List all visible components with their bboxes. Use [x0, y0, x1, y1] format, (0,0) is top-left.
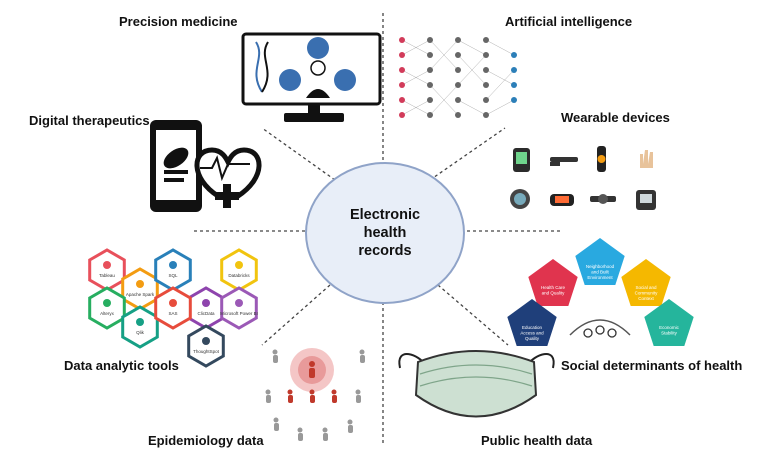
connector-top-right [429, 127, 506, 181]
data-analytic-tools-label: Data analytic tools [64, 358, 179, 373]
hexagon-alteryx: Alteryx [88, 286, 126, 330]
hexagon-clicdata: ClicData [187, 286, 225, 330]
person-icon [607, 328, 617, 338]
pentagon-label: and Quality [542, 291, 566, 296]
pentagon-label: Community [635, 291, 659, 296]
hexagon-sql: SQL [154, 248, 192, 292]
hexagon-label: Microsoft Power BI [220, 311, 258, 316]
person-icon [595, 325, 605, 335]
hexagon-label: SAS [168, 311, 177, 316]
hexagon-label: Alteryx [100, 311, 115, 316]
pentagon-label: Economic [659, 325, 680, 330]
hexagon-databricks: Databricks [220, 248, 258, 292]
hexagon-label: SQL [168, 273, 178, 278]
hexagon-tableau: Tableau [88, 248, 126, 292]
epidemiology-data-label: Epidemiology data [148, 433, 264, 448]
pentagon-label: Context [638, 296, 654, 301]
hexagon-apache-spark: Apache Spark [121, 267, 159, 311]
connector-top-left [261, 127, 336, 181]
pentagon-label: Access and [520, 331, 544, 336]
public-health-data-label: Public health data [481, 433, 593, 448]
artificial-intelligence-label: Artificial intelligence [505, 14, 633, 29]
face-mask-icon [398, 350, 555, 418]
neural-network-icon [399, 37, 517, 118]
precision-medicine-label: Precision medicine [119, 14, 238, 29]
pentagon-label: Quality [525, 336, 540, 341]
phone-heart-icon [150, 120, 262, 212]
epidemiology-people-icons [265, 348, 365, 441]
hexagon-label: Qlik [136, 330, 144, 335]
hexagon-sas: SAS [154, 286, 192, 330]
hexagon-label: ClicData [197, 311, 215, 316]
hexagon-microsoft-power-bi: Microsoft Power BI [220, 286, 258, 330]
center-circle: Electronic health records [305, 162, 465, 304]
pentagon-label: Environment [587, 275, 613, 280]
pentagon-label: Health Care [541, 285, 566, 290]
pentagon-label: Education [522, 325, 543, 330]
wearable-devices-label: Wearable devices [561, 110, 670, 125]
hexagon-label: Tableau [99, 273, 115, 278]
hexagon-thoughtspot: ThoughtSpot [187, 324, 225, 368]
connector-bottom-right [437, 284, 509, 346]
pentagon-label: and Built [591, 270, 609, 275]
hexagon-label: ThoughtSpot [193, 349, 220, 354]
hexagon-label: Apache Spark [126, 292, 155, 297]
pentagon-label: Stability [661, 331, 678, 336]
connector-bottom-left [261, 284, 331, 346]
community-arc [569, 319, 631, 336]
person-icon [583, 328, 593, 338]
center-title: Electronic health records [349, 207, 421, 259]
hexagon-label: Databricks [228, 273, 250, 278]
hexagon-qlik: Qlik [121, 305, 159, 349]
wearable-devices-icons [510, 146, 656, 210]
pentagon-label: Social and [635, 285, 657, 290]
connector-lines [192, 10, 563, 445]
digital-therapeutics-label: Digital therapeutics [29, 113, 150, 128]
monitor-icon [241, 32, 382, 122]
pentagon-label: Neighborhood [586, 264, 615, 269]
social-determinants-label: Social determinants of health [561, 358, 743, 373]
